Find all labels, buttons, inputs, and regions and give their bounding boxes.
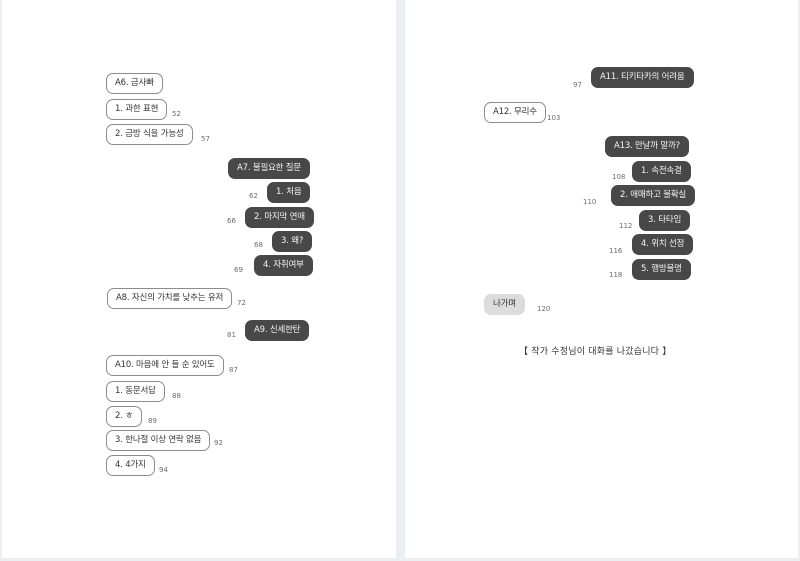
page-number: 118 [609,271,623,279]
page-number: 72 [237,299,246,307]
toc-item-a10-2[interactable]: 2. ㅎ [106,406,142,427]
page-number: 88 [172,392,181,400]
toc-item-a8[interactable]: A8. 자신의 가치를 낮추는 유저 [107,288,233,309]
page-number: 112 [619,222,633,230]
toc-item-a10-4[interactable]: 4. 4가지 [106,455,155,476]
toc-item-a10-3[interactable]: 3. 한나절 이상 연락 없음 [106,430,211,451]
page-number: 94 [159,466,168,474]
toc-item-a13-5[interactable]: 5. 행방불명 [632,259,691,280]
toc-item-a7-2[interactable]: 2. 마지막 연애 [245,207,314,228]
toc-item-a13-4[interactable]: 4. 위치 선정 [632,234,694,255]
toc-item-a13-1[interactable]: 1. 속전속결 [632,161,691,182]
left-page: A6. 금사빠 1. 과한 표현 52 2. 금방 식을 가능성 57 A7. … [2,0,396,558]
toc-item-a13-3[interactable]: 3. 타타임 [639,210,691,231]
toc-item-a6-1[interactable]: 1. 과한 표현 [106,99,168,120]
page-number: 87 [229,366,238,374]
toc-item-a6-2[interactable]: 2. 금방 식을 가능성 [106,124,193,145]
page-number: 103 [547,114,561,122]
chat-exit-notice: 【 작가 수정님이 대화를 나갔습니다 】 [519,347,672,357]
page-number: 69 [234,266,243,274]
page-number: 97 [573,81,582,89]
toc-item-a7-4[interactable]: 4. 자취여부 [254,255,313,276]
page-number: 62 [249,192,258,200]
page-number: 92 [214,439,223,447]
toc-item-a11[interactable]: A11. 티키타카의 어려움 [591,67,694,88]
page-number: 108 [612,173,626,181]
page-number: 81 [227,331,236,339]
page-number: 89 [148,417,157,425]
toc-item-a12[interactable]: A12. 무리수 [484,102,546,123]
page-number: 57 [201,135,210,143]
toc-item-a9[interactable]: A9. 신세한탄 [245,320,310,341]
page-number: 116 [609,247,623,255]
toc-item-a10-1[interactable]: 1. 동문서답 [106,381,165,402]
page-number: 52 [172,110,181,118]
toc-item-a7[interactable]: A7. 불필요한 질문 [228,158,311,179]
toc-item-a13[interactable]: A13. 만날까 말까? [605,136,689,157]
toc-item-closing[interactable]: 나가며 [484,294,525,315]
page-number: 68 [254,241,263,249]
toc-item-a6[interactable]: A6. 금사빠 [106,73,163,94]
toc-item-a10[interactable]: A10. 마음에 안 들 순 있어도 [106,355,224,376]
page-number: 120 [537,305,551,313]
toc-item-a7-3[interactable]: 3. 왜? [272,231,313,252]
toc-item-a13-2[interactable]: 2. 애매하고 불확실 [611,185,696,206]
page-number: 66 [227,217,236,225]
toc-item-a7-1[interactable]: 1. 처음 [267,182,311,203]
page-number: 110 [583,198,597,206]
right-page: 97 A11. 티키타카의 어려움 A12. 무리수 103 A13. 만날까 … [405,0,798,558]
